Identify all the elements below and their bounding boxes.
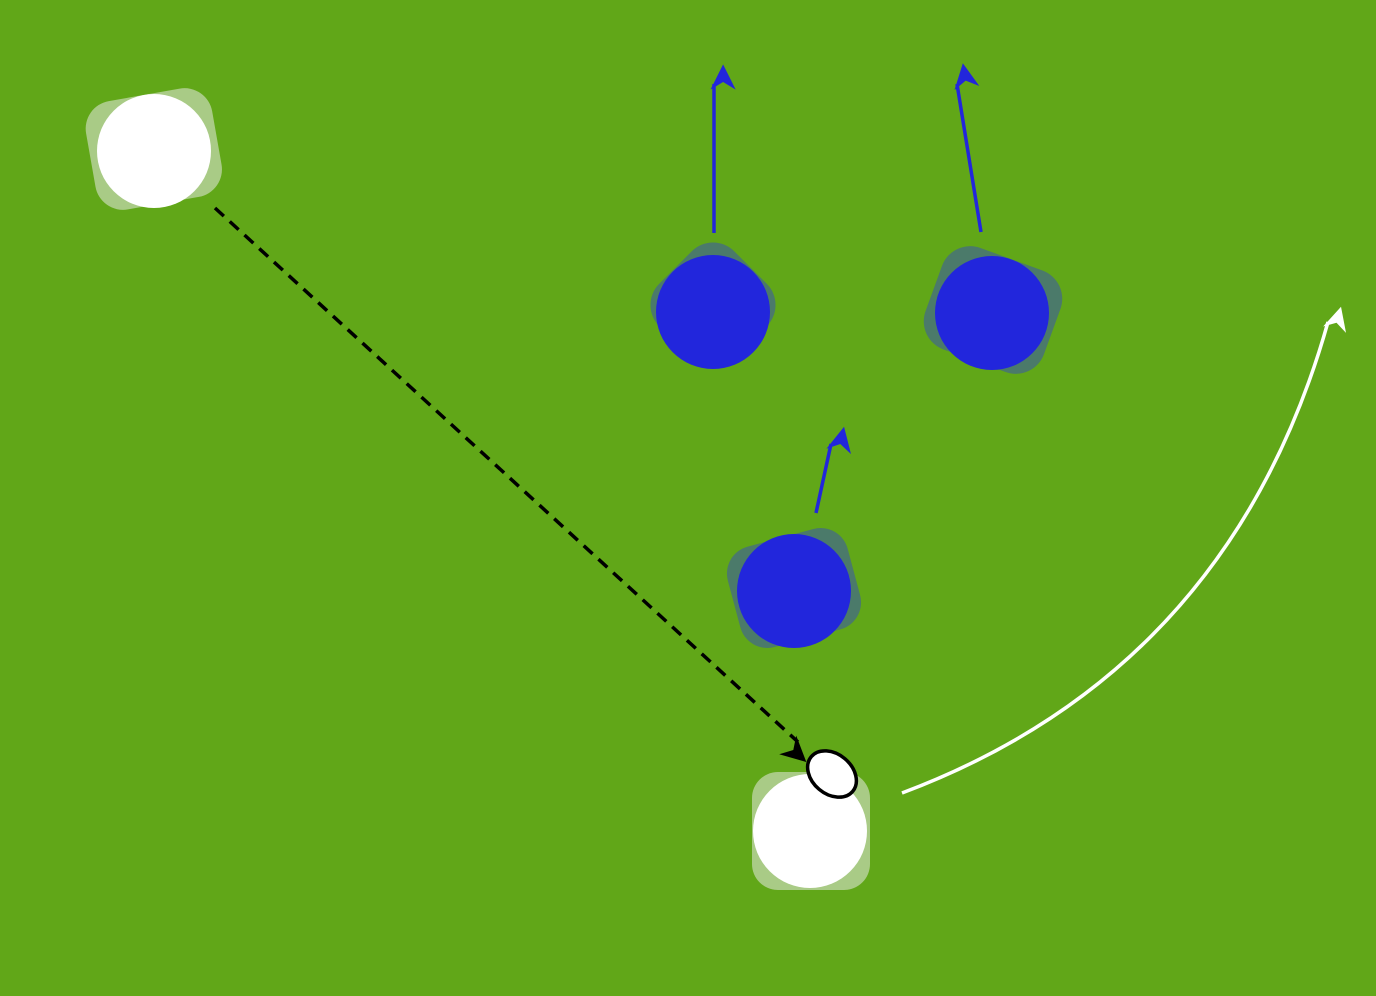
player-icon (753, 774, 867, 888)
attacker-receiver (752, 772, 870, 890)
defender-2 (923, 246, 1063, 374)
player-icon (97, 94, 211, 208)
attacker-passer (85, 88, 222, 210)
player-icon (935, 256, 1049, 370)
defender-3 (726, 528, 862, 648)
player-icon (737, 534, 851, 648)
defender-3-arrow (814, 426, 852, 514)
pass-arrow (213, 206, 807, 762)
defender-2-arrow (954, 63, 983, 233)
ball-icon (805, 749, 859, 799)
defender-1 (650, 242, 776, 369)
player-icon (656, 255, 770, 369)
run-arrow-curve (901, 306, 1347, 795)
